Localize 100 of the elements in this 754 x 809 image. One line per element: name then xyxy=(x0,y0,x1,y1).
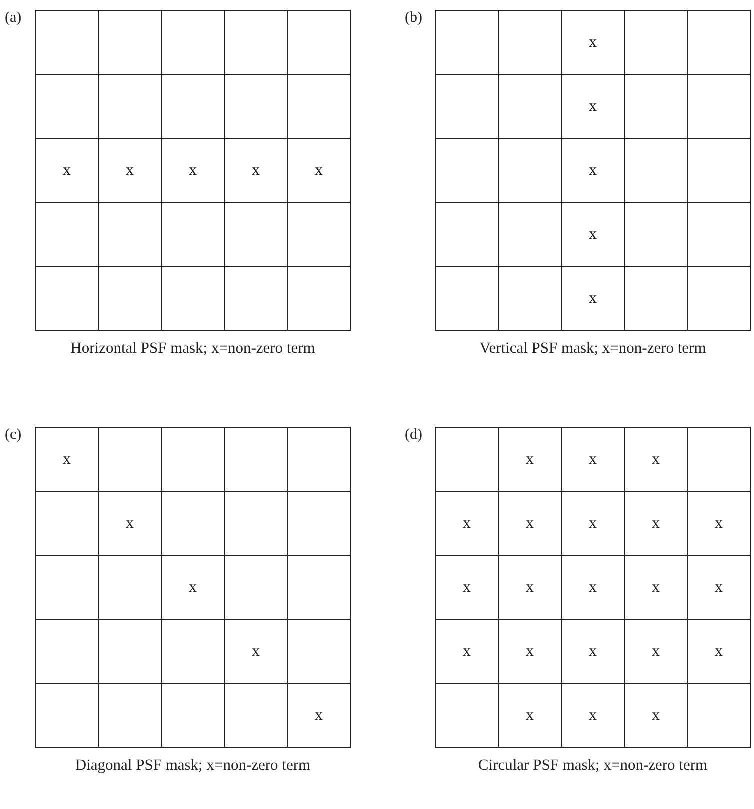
grid-cell xyxy=(288,620,351,684)
grid-cell xyxy=(288,492,351,556)
panel-label: (c) xyxy=(5,427,22,444)
grid-cell xyxy=(436,684,499,748)
grid-cell xyxy=(562,75,625,139)
x-mark: x xyxy=(652,580,660,596)
mask-label: Horizontal PSF mask; x=non-zero term xyxy=(70,339,316,359)
grid-cell xyxy=(436,492,499,556)
x-mark: x xyxy=(252,162,260,178)
grid-cell xyxy=(436,428,499,492)
x-mark: x xyxy=(589,516,597,532)
grid-cell xyxy=(688,139,751,203)
x-mark: x xyxy=(652,644,660,660)
grid-cell xyxy=(99,684,162,748)
grid-cell xyxy=(625,428,688,492)
x-mark: x xyxy=(463,644,471,660)
x-mark: x xyxy=(252,644,260,660)
grid-cell xyxy=(562,620,625,684)
grid-cell xyxy=(225,11,288,75)
x-mark: x xyxy=(526,516,534,532)
grid-cell xyxy=(288,267,351,331)
x-mark: x xyxy=(463,516,471,532)
grid-cell xyxy=(625,203,688,267)
grid-cell xyxy=(499,428,562,492)
grid-cell xyxy=(99,203,162,267)
x-mark: x xyxy=(652,516,660,532)
grid-cell xyxy=(436,620,499,684)
grid-cell xyxy=(99,139,162,203)
mask-label: Vertical PSF mask; x=non-zero term xyxy=(478,339,708,359)
grid-cell xyxy=(36,11,99,75)
grid-cell xyxy=(99,11,162,75)
grid-cell xyxy=(562,11,625,75)
grid-cell xyxy=(499,267,562,331)
grid-cell xyxy=(99,428,162,492)
x-mark: x xyxy=(652,708,660,724)
grid-cell xyxy=(225,75,288,139)
grid-cell xyxy=(499,75,562,139)
grid-cell xyxy=(625,684,688,748)
grid-cell xyxy=(688,267,751,331)
grid-cell xyxy=(688,492,751,556)
x-mark: x xyxy=(715,516,723,532)
grid-cell xyxy=(162,684,225,748)
grid-cell xyxy=(499,556,562,620)
grid-cell xyxy=(288,556,351,620)
grid-cell xyxy=(499,203,562,267)
grid-cell xyxy=(499,139,562,203)
panel-label: (a) xyxy=(5,10,22,27)
grid-cell xyxy=(36,620,99,684)
grid-cell xyxy=(625,139,688,203)
grid-cell xyxy=(36,139,99,203)
grid-cell xyxy=(225,620,288,684)
grid-cell xyxy=(36,267,99,331)
grid-cell xyxy=(36,556,99,620)
grid-cell xyxy=(688,11,751,75)
grid-cell xyxy=(162,556,225,620)
panel-label: (d) xyxy=(405,427,422,444)
grid-cell xyxy=(162,620,225,684)
x-mark: x xyxy=(63,452,71,468)
grid-cell xyxy=(436,556,499,620)
grid-cell xyxy=(225,556,288,620)
x-mark: x xyxy=(126,516,134,532)
grid-cell xyxy=(36,203,99,267)
grid-cell xyxy=(225,492,288,556)
grid-cell xyxy=(225,684,288,748)
grid-cell xyxy=(99,620,162,684)
x-mark: x xyxy=(652,452,660,468)
grid-cell xyxy=(436,267,499,331)
grid-cell xyxy=(162,139,225,203)
grid-cell xyxy=(562,203,625,267)
grid-cell xyxy=(162,75,225,139)
grid-cell xyxy=(36,492,99,556)
grid-cell xyxy=(625,267,688,331)
grid-cell xyxy=(436,75,499,139)
grid-cell xyxy=(99,556,162,620)
grid-cell xyxy=(288,684,351,748)
grid-cell xyxy=(499,620,562,684)
grid-cell xyxy=(99,492,162,556)
grid-cell xyxy=(562,492,625,556)
grid-cell xyxy=(36,684,99,748)
grid-cell xyxy=(162,267,225,331)
grid-cell xyxy=(562,556,625,620)
grid-cell xyxy=(225,203,288,267)
grid-cell xyxy=(162,203,225,267)
grid-cell xyxy=(99,267,162,331)
grid-cell xyxy=(688,620,751,684)
grid-cell xyxy=(562,267,625,331)
x-mark: x xyxy=(589,644,597,660)
x-mark: x xyxy=(589,452,597,468)
grid-cell xyxy=(499,11,562,75)
grid-cell xyxy=(688,556,751,620)
grid-cell xyxy=(436,11,499,75)
x-mark: x xyxy=(189,580,197,596)
grid-cell xyxy=(625,620,688,684)
x-mark: x xyxy=(589,34,597,50)
x-mark: x xyxy=(715,644,723,660)
grid-cell xyxy=(436,203,499,267)
x-mark: x xyxy=(715,580,723,596)
x-mark: x xyxy=(526,580,534,596)
grid-cell xyxy=(288,75,351,139)
mask-label: Diagonal PSF mask; x=non-zero term xyxy=(74,756,312,776)
